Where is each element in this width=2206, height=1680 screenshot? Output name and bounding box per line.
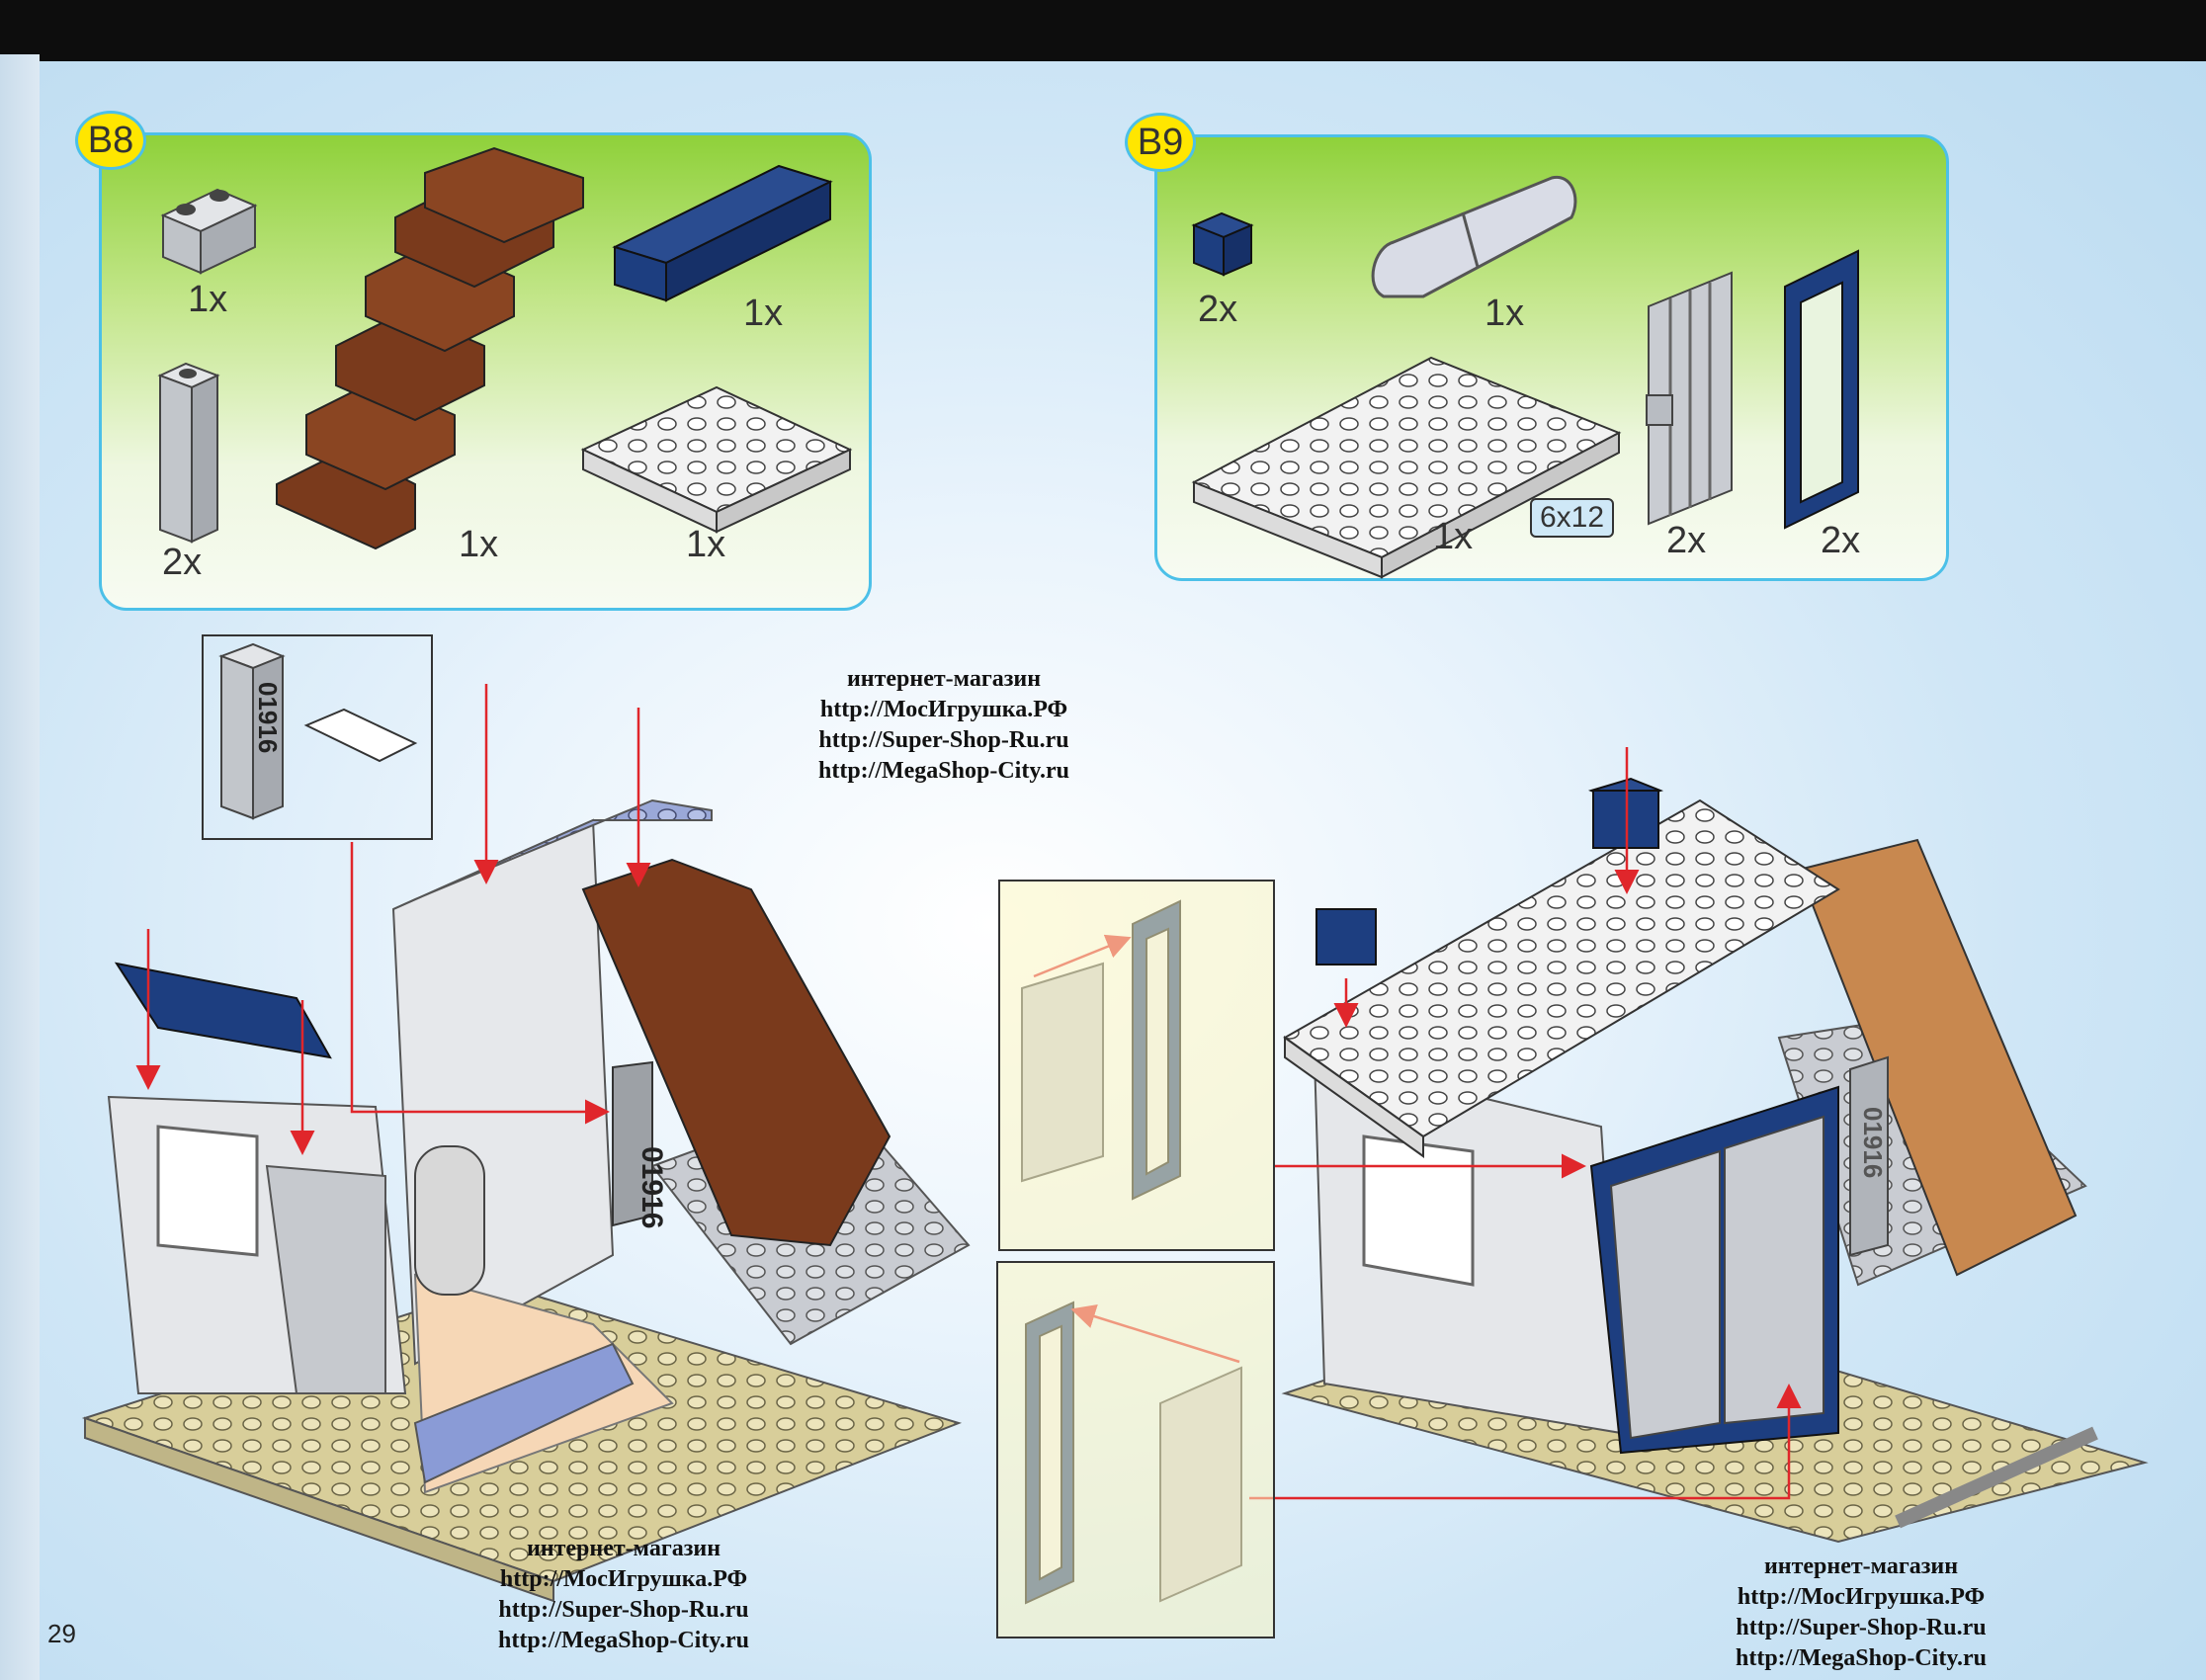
scan-top-edge — [0, 0, 2206, 61]
shop-note-line: http://MegaShop-City.ru — [497, 1628, 749, 1653]
qty-dark-blue-brick-1x6: 1x — [743, 293, 784, 334]
part-light-gray-brick-1x1x3 — [157, 362, 220, 544]
shop-note-line: http://Super-Shop-Ru.ru — [498, 1597, 749, 1623]
part-dark-blue-brick-1x1 — [1191, 211, 1254, 277]
shop-note-line: http://MegaShop-City.ru — [1735, 1645, 1987, 1671]
qty-brown-staircase: 1x — [459, 524, 499, 565]
shop-note-line: http://Super-Shop-Ru.ru — [818, 727, 1069, 753]
qty-light-gray-brick-1x1x3: 2x — [162, 542, 203, 583]
inset-door-top-frame — [998, 880, 1275, 1251]
qty-white-plate-6x12: 1x — [1433, 516, 1474, 557]
part-light-gray-brick-1x2 — [160, 188, 258, 275]
shop-note-top: интернет-магазин http://МосИгрушка.РФ ht… — [771, 664, 1117, 787]
shop-note-bottom-left: интернет-магазин http://МосИгрушка.РФ ht… — [451, 1534, 797, 1656]
qty-dark-blue-door-frame: 2x — [1821, 520, 1861, 561]
step-b9-badge: B9 — [1125, 113, 1196, 172]
shop-note-line: http://Super-Shop-Ru.ru — [1736, 1615, 1987, 1640]
page-number: 29 — [47, 1619, 76, 1648]
shop-note-line: интернет-магазин — [846, 666, 1042, 692]
part-dark-blue-brick-1x6 — [612, 164, 833, 302]
inset-sticker-frame — [202, 634, 433, 840]
part-dark-blue-door-frame — [1784, 249, 1859, 530]
sticker-number-on-door: 01916 — [1858, 1107, 1888, 1178]
page-spine — [0, 54, 40, 1680]
part-gray-bar-door — [1646, 271, 1733, 526]
part-white-plate-4x4 — [580, 385, 853, 534]
shop-note-line: http://МосИгрушка.РФ — [1737, 1584, 1986, 1610]
shop-note-line: интернет-магазин — [526, 1536, 721, 1561]
sticker-number-on-brick: 01916 — [636, 1146, 668, 1228]
part-gray-fence — [1371, 175, 1577, 298]
qty-white-plate-4x4: 1x — [686, 524, 726, 565]
qty-gray-fence: 1x — [1485, 293, 1525, 334]
inset-sticker-drawing — [218, 642, 418, 820]
assembly-b9 — [1281, 777, 2149, 1544]
assembly-b8 — [81, 798, 971, 1603]
qty-dark-blue-brick-1x1: 2x — [1198, 289, 1238, 330]
plate-size-tag: 6x12 — [1530, 498, 1615, 538]
sticker-number-inset: 01916 — [253, 682, 283, 753]
shop-note-line: интернет-магазин — [1763, 1554, 1959, 1579]
step-b8-badge: B8 — [75, 111, 146, 170]
shop-note-line: http://МосИгрушка.РФ — [819, 697, 1068, 722]
shop-note-line: http://MegaShop-City.ru — [817, 758, 1069, 784]
shop-note-bottom-right: интернет-магазин http://МосИгрушка.РФ ht… — [1688, 1552, 2034, 1674]
part-brown-staircase — [276, 146, 584, 550]
part-white-plate-6x12 — [1191, 356, 1622, 579]
qty-gray-bar-door: 2x — [1666, 520, 1707, 561]
inset-door-bottom-frame — [996, 1261, 1275, 1638]
qty-light-gray-brick-1x2: 1x — [188, 279, 228, 320]
shop-note-line: http://МосИгрушка.РФ — [499, 1566, 748, 1592]
